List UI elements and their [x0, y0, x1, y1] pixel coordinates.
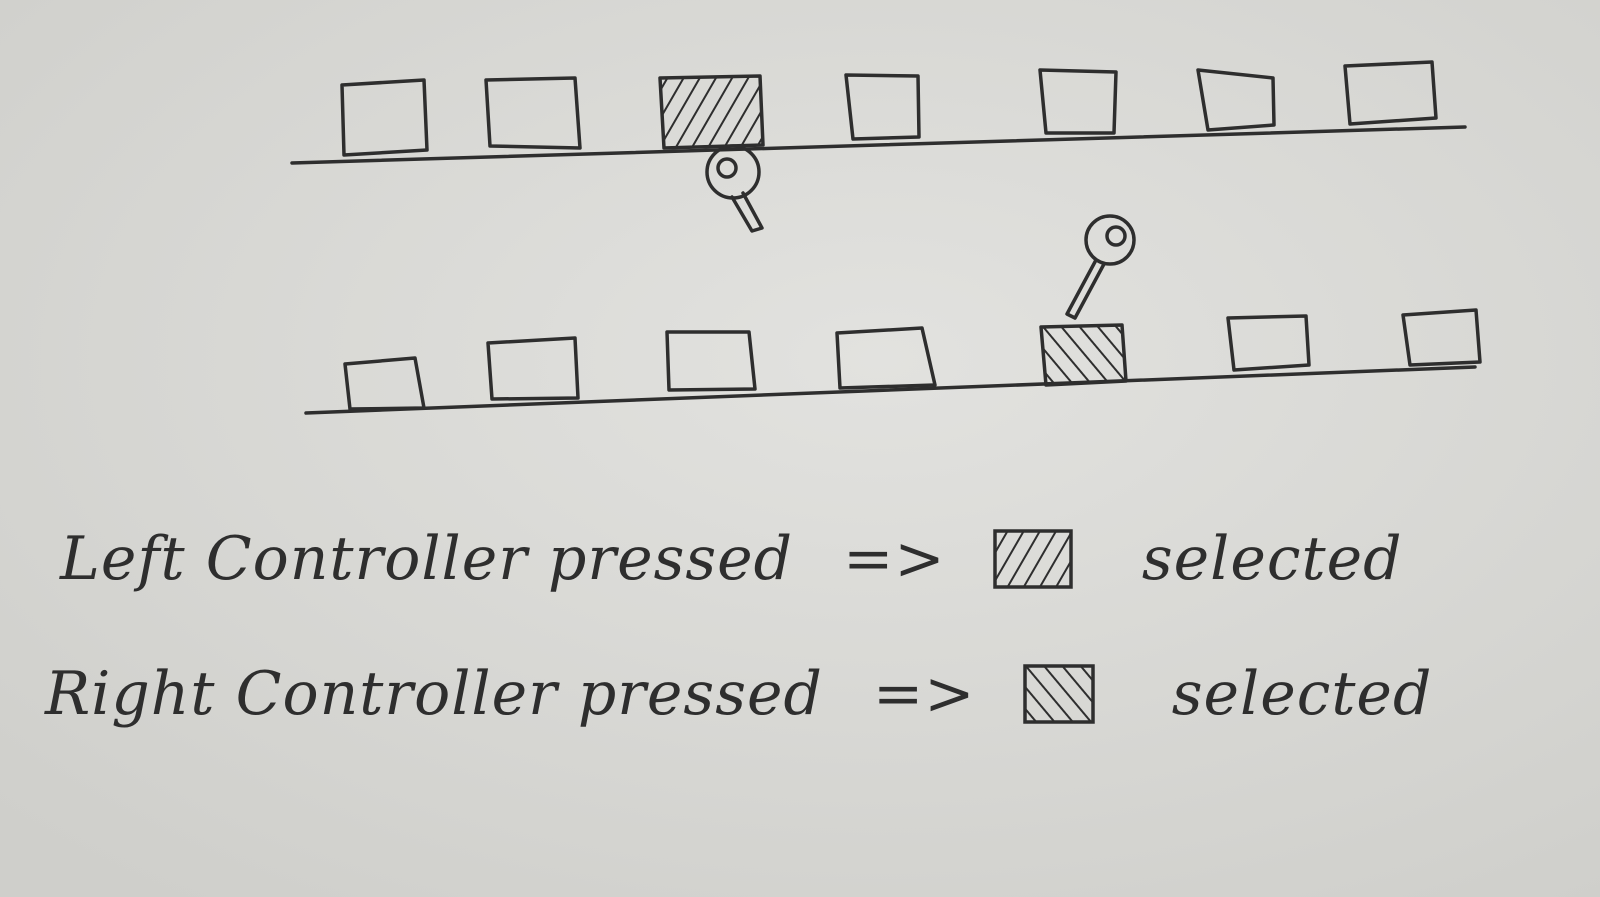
row-item[interactable] [844, 73, 921, 141]
implies-arrow: => [843, 524, 946, 595]
legend-right-controller: Right Controller pressed => selected [45, 655, 1432, 729]
row-item[interactable] [1343, 60, 1438, 126]
row-item[interactable] [486, 336, 580, 401]
legend-label: Right Controller pressed [45, 659, 823, 730]
legend-result: selected [1171, 659, 1433, 730]
hatch-swatch-right [1022, 664, 1095, 725]
legend-result: selected [1141, 524, 1403, 595]
item-row-left [290, 60, 1467, 233]
row-item[interactable] [340, 78, 429, 157]
row-item[interactable] [1196, 68, 1276, 132]
pin-pointer-icon [705, 144, 764, 233]
row-item[interactable] [1401, 308, 1482, 367]
pin-pointer-icon [1065, 214, 1136, 320]
row-baseline [304, 365, 1477, 415]
row-item-selected[interactable] [658, 74, 765, 150]
hatch-swatch-left [993, 529, 1073, 590]
row-item[interactable] [1226, 314, 1311, 372]
row-item[interactable] [343, 356, 426, 411]
row-item[interactable] [835, 326, 937, 390]
legend-label: Left Controller pressed [60, 524, 794, 595]
row-item[interactable] [484, 76, 582, 150]
row-item[interactable] [665, 330, 757, 392]
row-item-selected[interactable] [1039, 323, 1128, 387]
row-baseline [290, 125, 1467, 165]
legend-left-controller: Left Controller pressed => selected [60, 520, 1403, 594]
row-item[interactable] [1038, 68, 1118, 135]
implies-arrow: => [873, 659, 976, 730]
item-row-right [304, 214, 1482, 415]
